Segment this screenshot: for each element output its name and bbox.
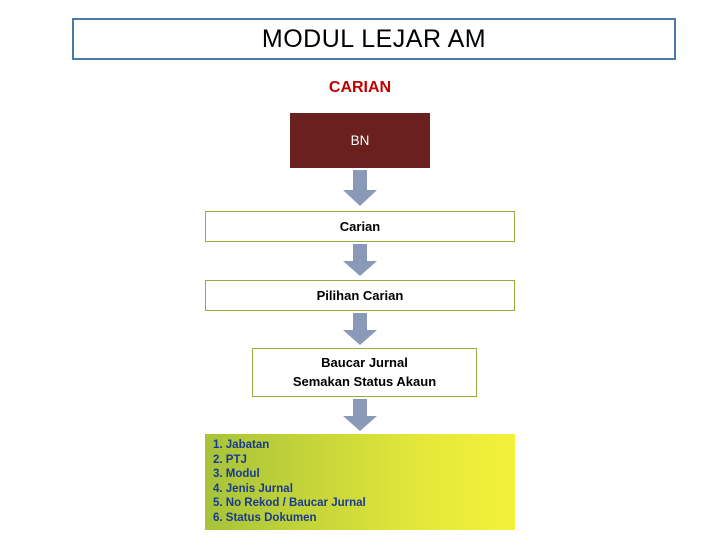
flow-node-baucar-line2: Semakan Status Akaun xyxy=(292,373,437,389)
list-item: 3. Modul xyxy=(213,468,260,481)
list-item: 6. Status Dokumen xyxy=(213,511,317,524)
list-item: 2. PTJ xyxy=(213,453,247,466)
flow-node-pilihan-carian-label: Pilihan Carian xyxy=(316,288,404,303)
list-item: 1. Jabatan xyxy=(213,439,270,451)
down-arrow-icon xyxy=(340,399,380,433)
section-heading: CARIAN xyxy=(328,79,392,96)
flow-node-baucar-jurnal: Baucar Jurnal Semakan Status Akaun xyxy=(252,348,477,397)
list-item: 4. Jenis Jurnal xyxy=(213,482,293,495)
flow-node-bn: BN xyxy=(290,113,430,168)
flow-node-carian-label: Carian xyxy=(339,219,381,234)
flow-node-carian: Carian xyxy=(205,211,515,242)
down-arrow-icon xyxy=(340,244,380,278)
down-arrow-icon xyxy=(340,170,380,208)
criteria-list-panel: 1. Jabatan 2. PTJ 3. Modul 4. Jenis Jurn… xyxy=(205,434,515,530)
list-item: 5. No Rekod / Baucar Jurnal xyxy=(213,497,366,510)
flow-node-bn-label: BN xyxy=(350,133,370,148)
title-box: MODUL LEJAR AM xyxy=(72,18,676,60)
flow-node-baucar-line1: Baucar Jurnal xyxy=(321,354,408,370)
flow-node-pilihan-carian: Pilihan Carian xyxy=(205,280,515,311)
page-title: MODUL LEJAR AM xyxy=(261,24,487,53)
down-arrow-icon xyxy=(340,313,380,347)
